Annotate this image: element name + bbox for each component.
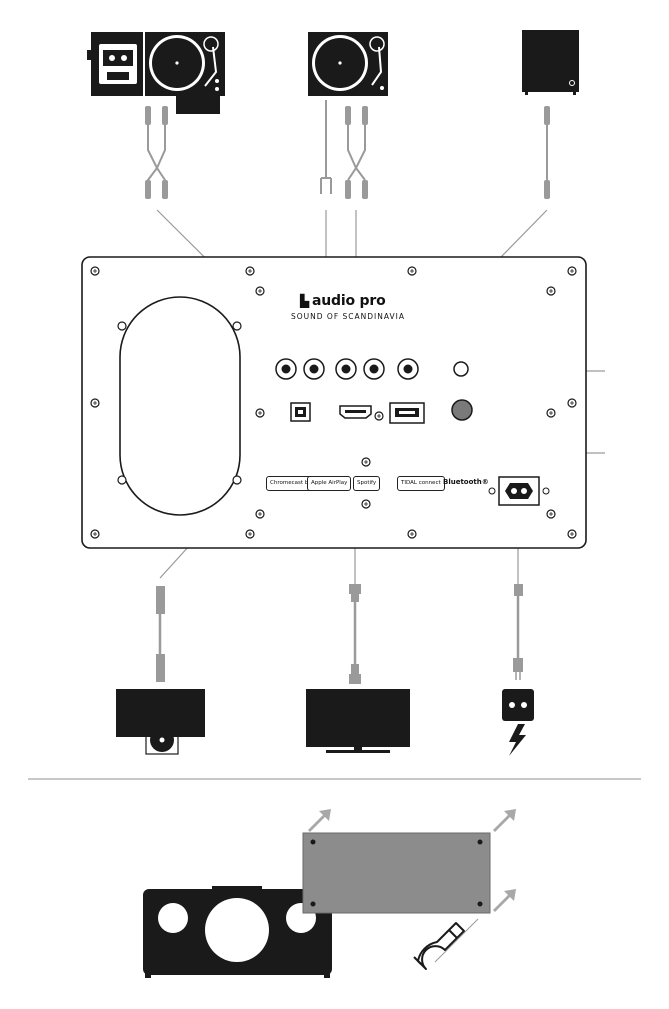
usb-b-port xyxy=(291,403,310,421)
badge-tidal: TIDAL connect xyxy=(397,476,445,491)
optical-cable xyxy=(156,586,165,682)
brand-name: audio pro xyxy=(312,293,385,309)
magnet-icon xyxy=(414,919,478,969)
turntable-icon xyxy=(308,32,388,96)
tv-icon xyxy=(306,689,410,753)
power-cord xyxy=(513,584,523,680)
hdmi-cable xyxy=(349,584,361,684)
badge-airplay: Apple AirPlay xyxy=(307,476,351,491)
brand-logo: ▙audio pro xyxy=(300,293,386,309)
rca-plugs xyxy=(145,106,550,199)
audio-pro-logo-icon: ▙ xyxy=(300,294,309,308)
usb-a-port xyxy=(390,403,424,423)
brand-tagline: SOUND OF SCANDINAVIA xyxy=(291,312,405,321)
magnetic-grille xyxy=(303,833,490,913)
bluetooth-label: Bluetooth® xyxy=(443,478,489,486)
pairing-button xyxy=(452,400,472,420)
turntable-icon xyxy=(145,32,225,114)
rca-cable-turntable xyxy=(321,100,547,194)
phono-ground-terminal xyxy=(454,362,468,376)
cassette-deck-icon xyxy=(87,32,143,96)
badge-spotify: Spotify xyxy=(353,476,380,491)
power-outlet-icon xyxy=(502,689,534,756)
hdmi-port xyxy=(340,406,371,418)
subwoofer-icon xyxy=(522,30,579,95)
cd-player-icon xyxy=(116,689,205,754)
